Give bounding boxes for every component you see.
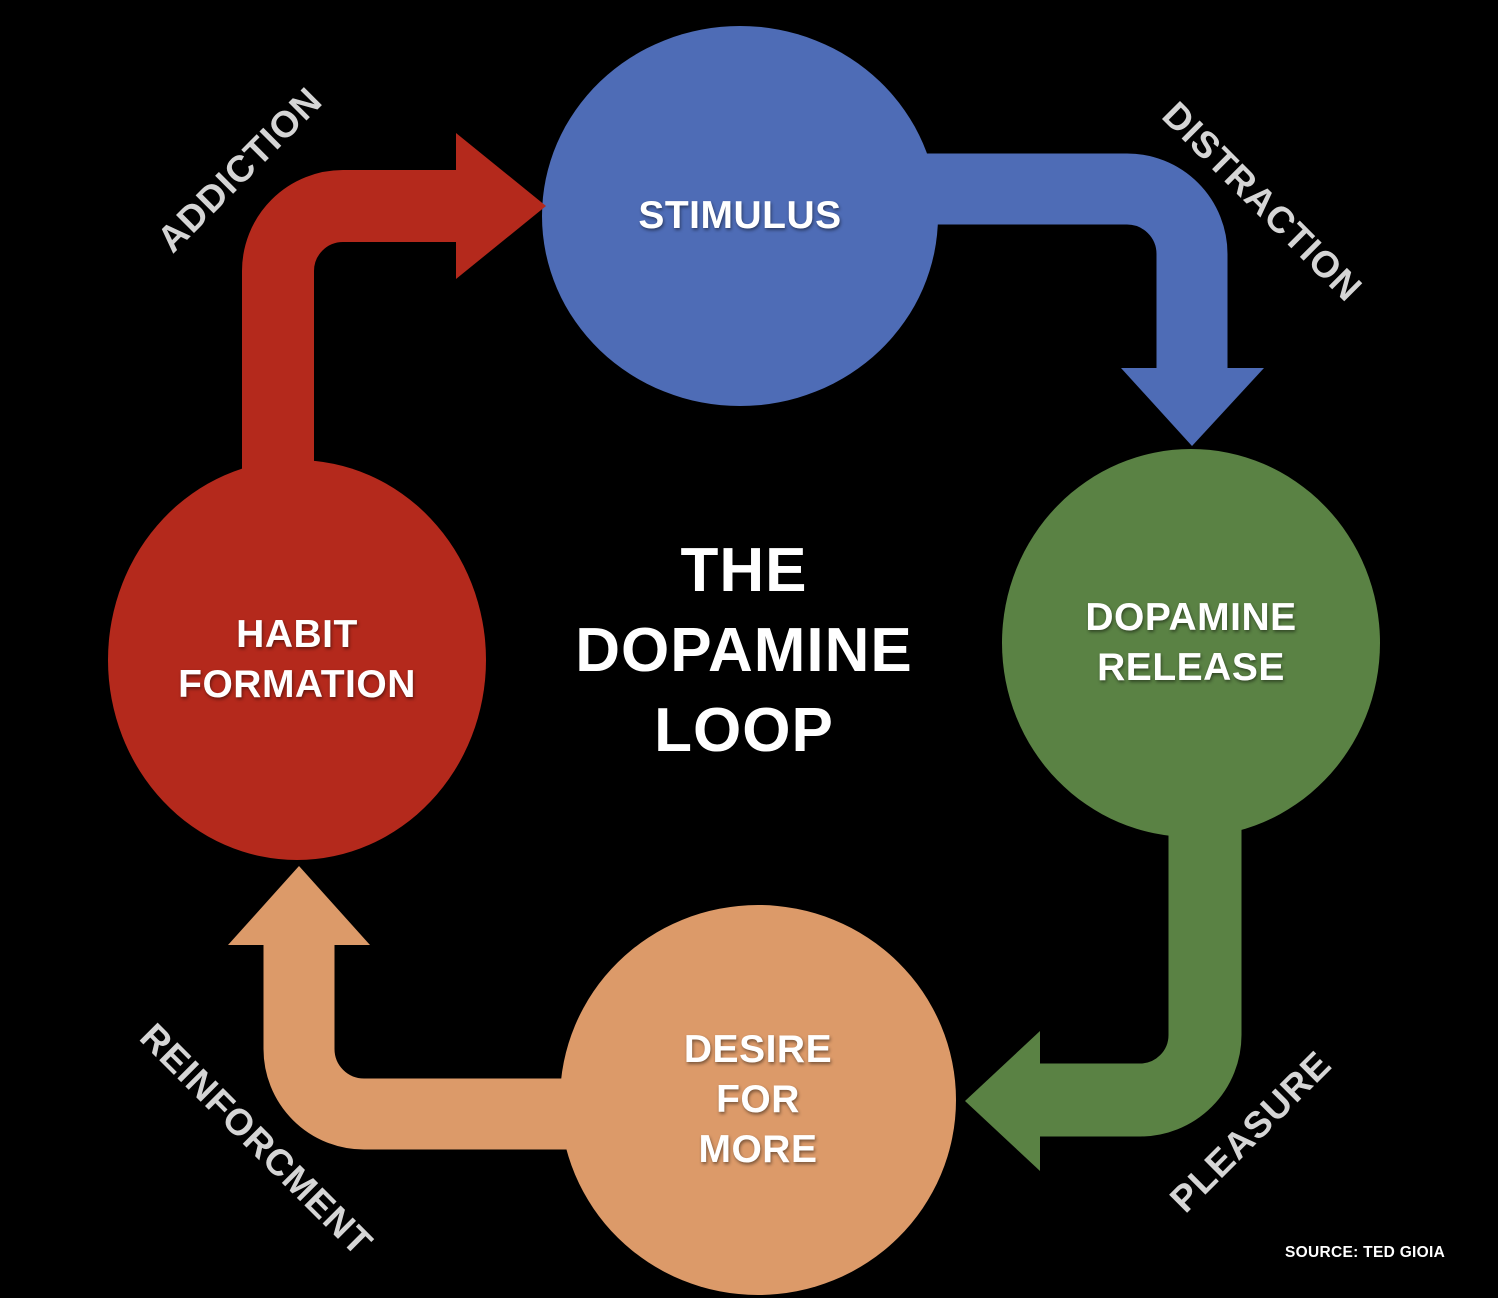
node-desire-for-more-label: DESIRE FOR MORE xyxy=(683,1028,833,1171)
edge-label-addiction: ADDICTION xyxy=(149,79,330,260)
distraction-arrow-head xyxy=(1121,368,1264,446)
pleasure-arrow-head xyxy=(965,1031,1040,1171)
node-stimulus-label: STIMULUS xyxy=(638,194,842,238)
diagram-title: THE DOPAMINE LOOP xyxy=(575,536,913,765)
source-credit: SOURCE: TED GIOIA xyxy=(1285,1244,1446,1261)
reinforcement-arrow xyxy=(228,866,610,1150)
reinforcement-arrow-head xyxy=(228,866,370,945)
addiction-arrow-head xyxy=(456,133,546,279)
node-dopamine-release: DOPAMINE RELEASE xyxy=(1002,449,1380,837)
node-desire-for-more: DESIRE FOR MORE xyxy=(560,905,956,1295)
node-habit-formation-label: HABIT FORMATION xyxy=(178,613,416,706)
node-habit-formation: HABIT FORMATION xyxy=(108,460,486,860)
node-dopamine-release-label: DOPAMINE RELEASE xyxy=(1085,596,1297,689)
node-stimulus: STIMULUS xyxy=(542,26,938,406)
edge-label-distraction: DISTRACTION xyxy=(1154,93,1371,310)
edge-label-reinforcement: REINFORCMENT xyxy=(132,1015,381,1264)
edge-label-pleasure: PLEASURE xyxy=(1162,1043,1340,1221)
pleasure-arrow xyxy=(965,790,1242,1171)
